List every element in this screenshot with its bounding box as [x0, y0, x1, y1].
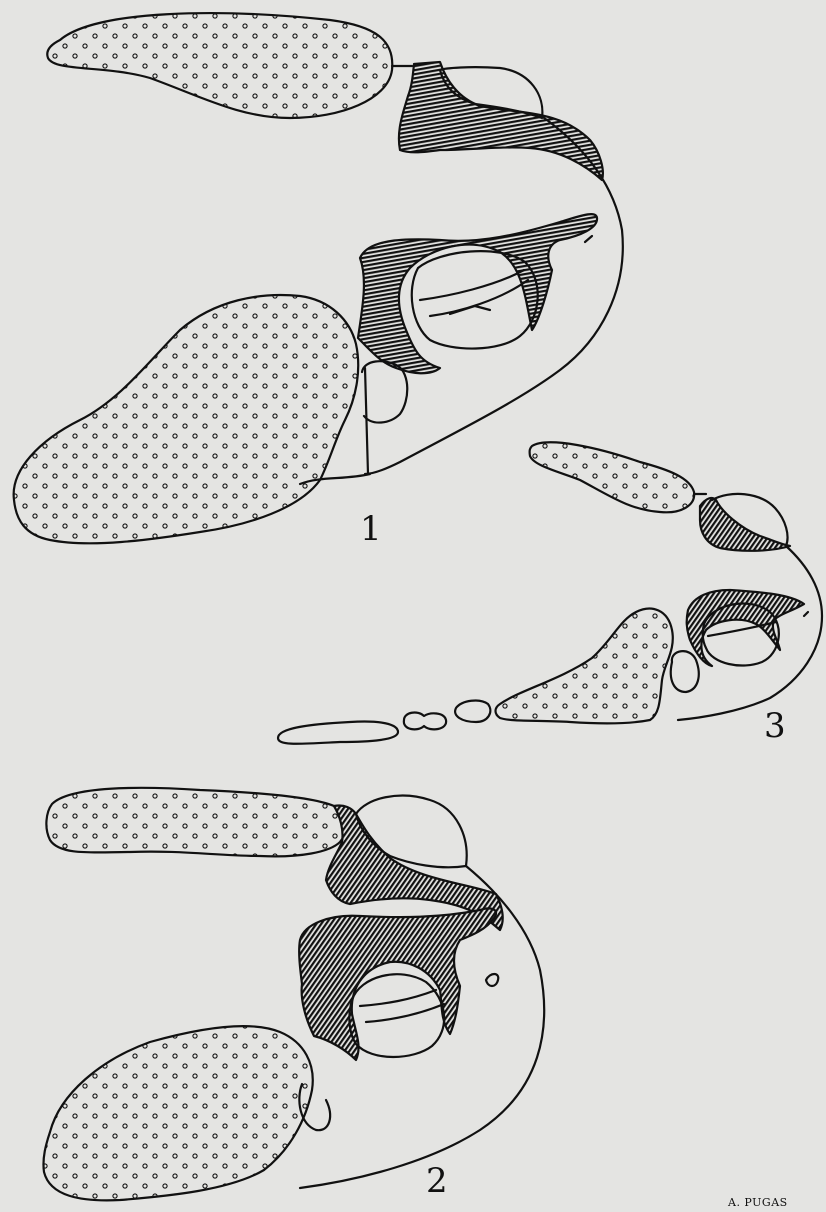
figure-2: [43, 788, 544, 1201]
fig1-upper-dotted-lobe: [47, 13, 392, 118]
fig2-upper-dotted-lobe: [46, 788, 345, 857]
fig1-lower-dotted-lobe: [14, 295, 359, 543]
figure-1-label: 1: [360, 512, 382, 546]
fig3-lower-dotted-lobe: [496, 609, 673, 724]
fig3-upper-hatched-piece: [700, 498, 790, 551]
fig1-outer-curve: [365, 115, 623, 474]
fig2-eye-ring: [349, 974, 444, 1057]
figure-2-label: 2: [426, 1164, 448, 1198]
fig3-upper-dotted-lobe: [530, 442, 695, 512]
fig2-middle-hatched-bracket: [299, 908, 496, 1060]
fig2-lower-dotted-lobe: [43, 1026, 312, 1200]
figure-3: [278, 442, 822, 743]
artist-signature: A. PUGAS: [728, 1196, 788, 1209]
fig1-upper-hatched-piece: [399, 62, 603, 180]
figure-1: [14, 13, 623, 543]
fig3-rod: [278, 721, 398, 743]
figure-3-label: 3: [764, 709, 786, 743]
